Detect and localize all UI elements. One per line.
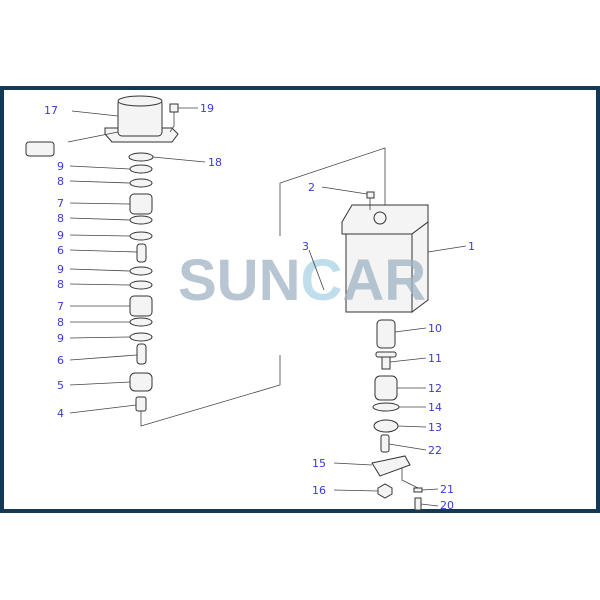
- valve-stack-left: [128, 147, 386, 427]
- callout-6: 6: [57, 244, 64, 257]
- svg-text:SUNCAR: SUNCAR: [178, 248, 426, 313]
- callout-9: 9: [57, 263, 64, 276]
- solenoid-part: [25, 95, 179, 157]
- callout-21: 21: [440, 483, 454, 496]
- watermark-text-ar: AR: [342, 248, 426, 313]
- callout-9: 9: [57, 160, 64, 173]
- callout-8: 8: [57, 212, 64, 225]
- diagram-frame: [0, 86, 600, 513]
- callout-6: 6: [57, 354, 64, 367]
- callout-18: 18: [208, 156, 222, 169]
- callout-3: 3: [302, 240, 309, 253]
- callout-9: 9: [57, 229, 64, 242]
- callout-1: 1: [468, 240, 475, 253]
- callout-4: 4: [57, 407, 64, 420]
- callout-8: 8: [57, 278, 64, 291]
- callout-7: 7: [57, 300, 64, 313]
- callout-2: 2: [308, 181, 315, 194]
- callout-16: 16: [312, 484, 326, 497]
- callout-22: 22: [428, 444, 442, 457]
- callout-8: 8: [57, 175, 64, 188]
- callout-9: 9: [57, 332, 64, 345]
- callout-11: 11: [428, 352, 442, 365]
- callout-5: 5: [57, 379, 64, 392]
- callout-15: 15: [312, 457, 326, 470]
- watermark-text-sun: SUN: [178, 248, 300, 313]
- callout-10: 10: [428, 322, 442, 335]
- watermark-text-c: C: [300, 248, 342, 313]
- callout-13: 13: [428, 421, 442, 434]
- callout-19: 19: [200, 102, 214, 115]
- callout-7: 7: [57, 197, 64, 210]
- callout-8: 8: [57, 316, 64, 329]
- valve-housing-part: [341, 191, 429, 313]
- callout-17: 17: [44, 104, 58, 117]
- callout-12: 12: [428, 382, 442, 395]
- callout-20: 20: [440, 499, 454, 512]
- callout-14: 14: [428, 401, 442, 414]
